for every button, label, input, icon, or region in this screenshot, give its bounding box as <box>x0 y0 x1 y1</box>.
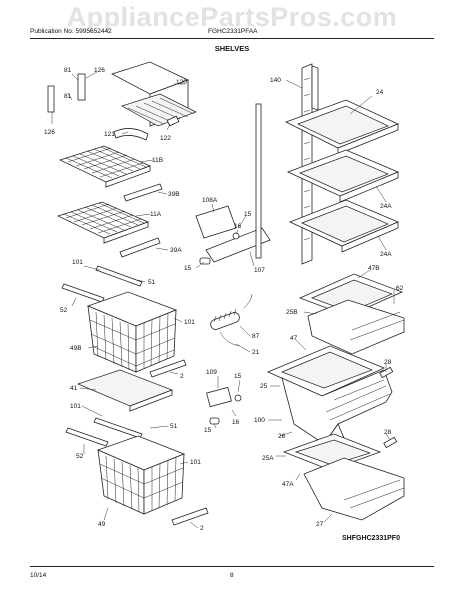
callout-122: 122 <box>160 135 171 142</box>
header-rule <box>30 38 434 39</box>
callout-28: 28 <box>384 429 392 436</box>
callout-15: 15 <box>234 373 242 380</box>
dairy-door-assembly <box>195 205 271 265</box>
glass-shelf-24a-lower <box>288 199 400 253</box>
callout-87: 87 <box>252 333 260 340</box>
callout-100: 100 <box>254 417 265 424</box>
crisper-drawer-upper <box>307 299 405 355</box>
callout-15: 15 <box>204 427 212 434</box>
control-109 <box>206 386 242 425</box>
trim-39a <box>119 237 161 258</box>
section-title: SHELVES <box>214 44 250 53</box>
footer-rule <box>30 566 434 567</box>
wine-rack-120 <box>110 61 197 127</box>
glass-shelf-41 <box>77 369 173 412</box>
callout-16: 16 <box>232 419 240 426</box>
glass-shelf-24 <box>284 99 400 155</box>
callout-47: 47 <box>290 335 298 342</box>
callout-81: 81 <box>64 67 72 74</box>
trim-39b <box>123 183 163 202</box>
glass-shelf-24a-upper <box>286 149 400 203</box>
publication-number: Publication No. 5995652442 <box>30 28 112 35</box>
callout-2: 2 <box>180 373 184 380</box>
handle-121 <box>113 128 149 141</box>
pan-cover-47a <box>282 433 382 471</box>
callout-39b: 39B <box>168 191 180 198</box>
callout-21: 21 <box>252 349 260 356</box>
callout-27: 27 <box>316 521 324 528</box>
leader-lines <box>51 71 395 529</box>
callout-62: 62 <box>396 285 404 292</box>
callout-25a: 25A <box>262 455 274 462</box>
slide-28-upper <box>379 366 394 379</box>
callout-25: 25 <box>260 383 268 390</box>
callout-120: 120 <box>176 79 187 86</box>
callout-labels: 81 126 81 126 120 121 122 11B 39B 11A 39… <box>44 67 404 542</box>
callout-25b: 25B <box>286 309 298 316</box>
callout-15: 15 <box>244 211 252 218</box>
basket-49 <box>96 435 186 515</box>
trim-2-lower <box>171 507 209 526</box>
diagram-code: SHFGHC2331PF0 <box>342 535 400 542</box>
callout-11a: 11A <box>150 211 162 218</box>
callout-39a: 39A <box>170 247 182 254</box>
callout-101: 101 <box>184 319 195 326</box>
callout-109: 109 <box>206 369 217 376</box>
pan-27 <box>303 457 405 521</box>
callout-47b: 47B <box>368 265 380 272</box>
callout-51: 51 <box>170 423 178 430</box>
thermostat-87 <box>210 293 253 347</box>
clip-122 <box>166 115 180 127</box>
callout-81: 81 <box>64 93 72 100</box>
callout-52: 52 <box>76 453 84 460</box>
trim-2-upper <box>149 359 187 378</box>
callout-49b: 49B <box>70 345 82 352</box>
callout-47a: 47A <box>282 481 294 488</box>
callout-24a: 24A <box>380 203 392 210</box>
callout-28: 28 <box>384 359 392 366</box>
basket-49b <box>86 291 178 373</box>
callout-51: 51 <box>148 279 156 286</box>
rack-bracket-126 <box>47 73 86 113</box>
callout-126: 126 <box>44 129 55 136</box>
callout-24a: 24A <box>380 251 392 258</box>
callout-26: 26 <box>278 433 286 440</box>
callout-121: 121 <box>104 131 115 138</box>
callout-41: 41 <box>70 385 78 392</box>
callout-126: 126 <box>94 67 105 74</box>
wire-shelf-11b <box>58 145 152 188</box>
callout-49: 49 <box>98 521 106 528</box>
callout-101: 101 <box>70 403 81 410</box>
wire-shelf-11a <box>56 201 150 244</box>
callout-108a: 108A <box>202 197 218 204</box>
watermark: AppliancePartsPros.com <box>66 2 398 32</box>
footer-date: 10/14 <box>30 572 47 579</box>
callout-11b: 11B <box>152 157 163 164</box>
callout-107: 107 <box>254 267 265 274</box>
page-number: 8 <box>230 572 234 579</box>
model-number: FGHC2331PFAA <box>208 28 258 35</box>
callout-101: 101 <box>72 259 83 266</box>
callout-2: 2 <box>200 525 204 532</box>
slide-28-lower <box>383 436 398 449</box>
callout-24: 24 <box>376 89 384 96</box>
callout-16: 16 <box>234 223 242 230</box>
callout-15: 15 <box>184 265 192 272</box>
callout-101: 101 <box>190 459 201 466</box>
callout-52: 52 <box>60 307 68 314</box>
callout-140: 140 <box>270 77 281 84</box>
